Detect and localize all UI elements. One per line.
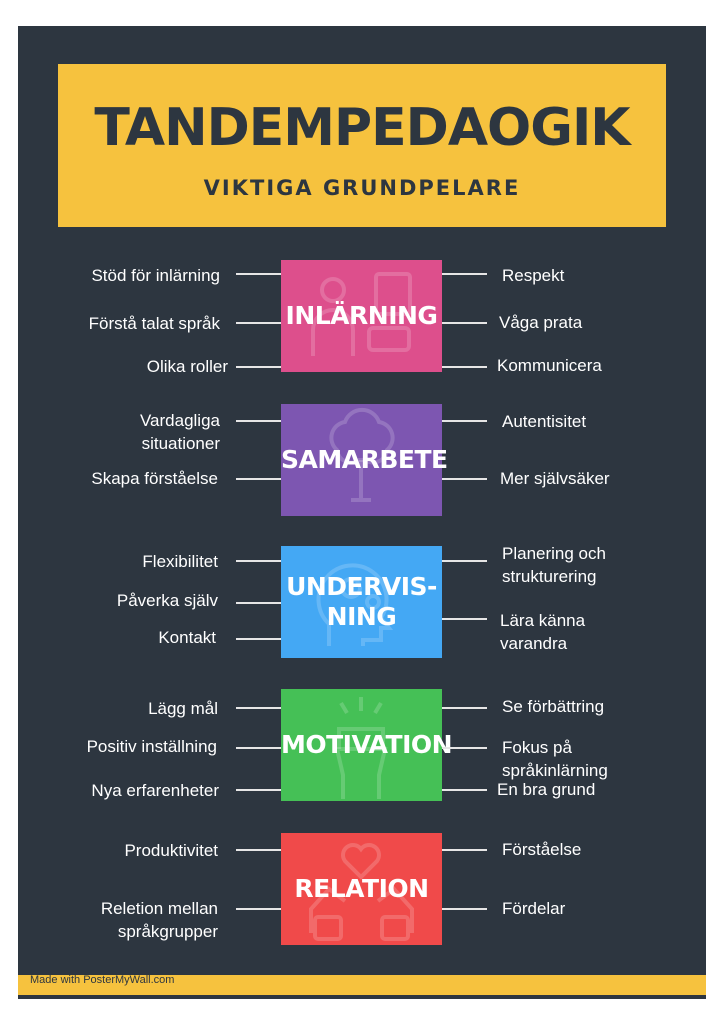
connector-line (442, 849, 487, 851)
brain-tree-icon (329, 407, 395, 502)
connector-line (442, 707, 487, 709)
pillar-samarbete: SAMARBETE (281, 404, 448, 516)
footer-credit: Made with PosterMyWall.com (30, 974, 175, 986)
point-vaga-prata: Våga prata (499, 313, 583, 332)
connector-line (442, 322, 487, 324)
connector-line (236, 747, 281, 749)
connector-line (236, 707, 281, 709)
pillar-undervisning: UNDERVIS- NING (281, 546, 442, 658)
connector-line (236, 322, 281, 324)
point-kommunicera: Kommunicera (497, 356, 602, 375)
point-produktivitet: Produktivitet (124, 841, 218, 860)
point-positiv-installning: Positiv inställning (86, 737, 217, 756)
pillar-inlarning: INLÄRNING (281, 260, 442, 372)
page-title: TANDEMPEDAOGIK (94, 98, 630, 158)
point-nya-erfarenheter: Nya erfarenheter (91, 781, 219, 800)
head-gears-icon (316, 563, 394, 646)
connector-line (442, 560, 487, 562)
connector-line (236, 560, 281, 562)
raised-fist-icon (334, 697, 388, 799)
pillar-label-undervisning: UNDERVIS- NING (286, 572, 437, 631)
page-subtitle: VIKTIGA GRUNDPELARE (203, 176, 521, 200)
connector-line (236, 478, 281, 480)
point-se-forbattring: Se förbättring (502, 697, 605, 716)
pillar-label-inlarning: INLÄRNING (285, 301, 438, 330)
connector-line (236, 366, 281, 368)
connector-line (236, 908, 281, 910)
connector-line (236, 849, 281, 851)
connector-line (442, 789, 487, 791)
point-reletion-mellan-sprakgrupper: Reletion mellan språkgrupper (100, 899, 218, 941)
point-lara-kanna-varandra: Lära känna varandra (500, 611, 586, 653)
point-forsta-talat-sprak: Förstå talat språk (88, 314, 220, 333)
connector-line (442, 420, 487, 422)
point-vardagliga-situationer: Vardagliga situationer (139, 411, 220, 453)
point-respekt: Respekt (502, 266, 565, 285)
point-skapa-forstaelse: Skapa förståelse (91, 469, 218, 488)
point-forstaelse: Förståelse (502, 840, 582, 859)
connector-line (442, 908, 487, 910)
point-stod-for-inlarning: Stöd för inlärning (91, 266, 220, 285)
point-fordelar: Fördelar (502, 899, 566, 918)
connector-line (236, 638, 281, 640)
point-fokus-pa-sprakinlarning: Fokus på språkinlärning (502, 738, 608, 780)
point-paverka-sjalv: Påverka själv (116, 591, 218, 610)
footer-bar (18, 975, 706, 995)
connector-line (236, 273, 281, 275)
point-lagg-mal: Lägg mål (148, 699, 218, 718)
connector-line (442, 273, 487, 275)
connector-line (236, 602, 281, 604)
point-olika-roller: Olika roller (146, 357, 228, 376)
heart-hands-icon (309, 843, 414, 941)
point-autentisitet: Autentisitet (502, 412, 587, 431)
pillar-label-motivation: MOTIVATION (281, 730, 453, 759)
point-kontakt: Kontakt (158, 628, 216, 647)
pillar-relation: RELATION (281, 833, 442, 945)
point-flexibilitet: Flexibilitet (142, 552, 218, 571)
pillar-label-relation: RELATION (294, 874, 429, 903)
connector-line (442, 747, 487, 749)
connector-line (442, 618, 487, 620)
pillar-motivation: MOTIVATION (281, 689, 453, 801)
teacher-student-icon (311, 272, 412, 356)
connector-line (236, 420, 281, 422)
connector-line (442, 478, 487, 480)
pillar-label-samarbete: SAMARBETE (281, 445, 448, 474)
connector-line (236, 789, 281, 791)
point-planering-och-strukturering: Planering och strukturering (502, 544, 606, 586)
title-banner (58, 64, 666, 227)
point-en-bra-grund: En bra grund (497, 780, 596, 799)
point-mer-sjalvsaker: Mer självsäker (500, 469, 610, 488)
connector-line (442, 366, 487, 368)
